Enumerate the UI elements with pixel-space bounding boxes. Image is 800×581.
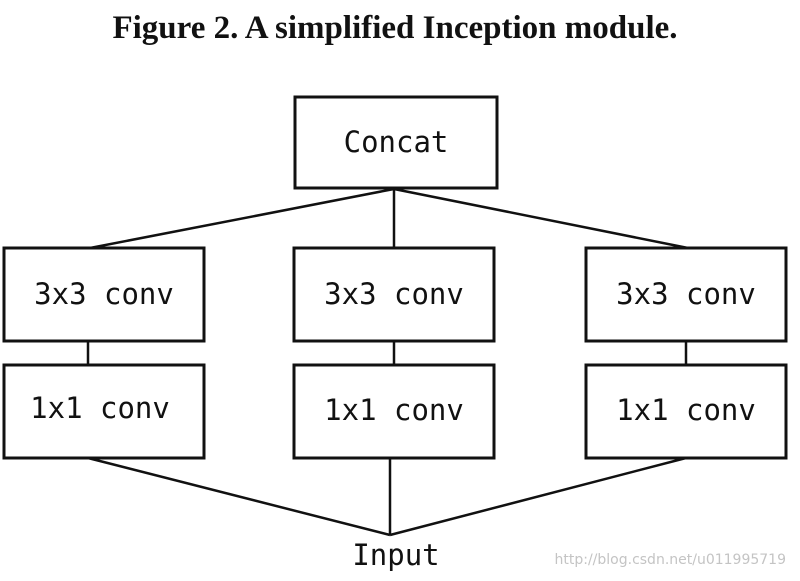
edge-input-left xyxy=(87,456,391,537)
branch-left-3x3-label: 3x3 conv xyxy=(34,277,174,311)
edge-input-right xyxy=(389,456,687,537)
branch-right-3x3-label: 3x3 conv xyxy=(616,277,756,311)
concat-label: Concat xyxy=(344,125,449,159)
edge-concat-left xyxy=(89,187,395,250)
branch-right-3x3-node: 3x3 conv xyxy=(584,246,788,343)
figure-caption: Figure 2. A simplified Inception module. xyxy=(112,10,678,46)
branch-center-1x1-node: 1x1 conv xyxy=(292,363,496,460)
input-label: Input xyxy=(352,538,439,572)
branch-left-3x3-node: 3x3 conv xyxy=(2,246,206,343)
branch-center-1x1-label: 1x1 conv xyxy=(324,393,464,427)
branch-right-1x1-label: 1x1 conv xyxy=(616,393,756,427)
edge-concat-right xyxy=(393,187,689,250)
branch-center: 3x3 conv 1x1 conv xyxy=(292,246,496,460)
branch-left-1x1-label: 1x1 conv xyxy=(30,391,170,425)
branch-right-1x1-node: 1x1 conv xyxy=(584,363,788,460)
branch-center-3x3-label: 3x3 conv xyxy=(324,277,464,311)
branch-left: 3x3 conv 1x1 conv xyxy=(2,246,206,460)
branch-right: 3x3 conv 1x1 conv xyxy=(584,246,788,460)
branch-left-1x1-node: 1x1 conv xyxy=(2,363,206,460)
branch-center-3x3-node: 3x3 conv xyxy=(292,246,496,343)
watermark-text: http://blog.csdn.net/u011995719 xyxy=(555,552,787,568)
concat-node: Concat xyxy=(293,95,499,190)
